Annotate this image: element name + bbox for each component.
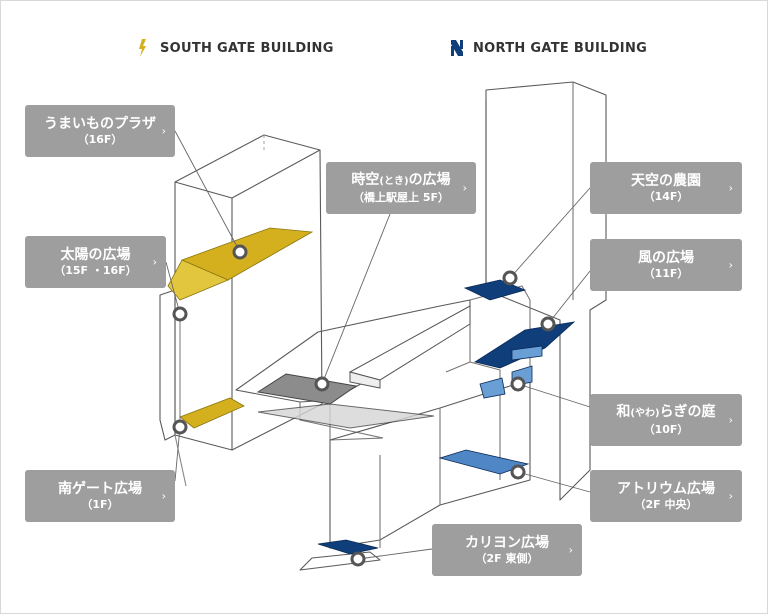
marker-minami-gate bbox=[172, 419, 188, 435]
legend-south-gate: SOUTH GATE BUILDING bbox=[136, 38, 334, 58]
station-roof-floor bbox=[256, 305, 471, 429]
chevron-right-icon: › bbox=[728, 181, 733, 195]
label-kaze-name: 風の広場 bbox=[638, 250, 694, 266]
label-minami-gate-plaza[interactable]: 南ゲート広場 （1F） › bbox=[25, 470, 175, 522]
label-yawaragi-garden[interactable]: 和(やわ)らぎの庭 （10F） › bbox=[590, 394, 742, 446]
label-umaimono-name: うまいものプラザ bbox=[44, 116, 156, 132]
marker-taiyo bbox=[172, 306, 188, 322]
label-yawaragi-floor: （10F） bbox=[643, 423, 689, 436]
label-tenku-farm[interactable]: 天空の農園 （14F） › bbox=[590, 162, 742, 214]
marker-carillon bbox=[350, 551, 366, 567]
label-tenku-name: 天空の農園 bbox=[631, 173, 701, 189]
label-toki-floor: （橋上駅屋上 5F） bbox=[353, 191, 449, 204]
label-atrium-name: アトリウム広場 bbox=[617, 481, 715, 497]
label-yawaragi-name: 和(やわ)らぎの庭 bbox=[616, 404, 716, 420]
label-umaimono-plaza[interactable]: うまいものプラザ （16F） › bbox=[25, 105, 175, 157]
chevron-right-icon: › bbox=[728, 258, 733, 272]
north-plaza-floors bbox=[317, 279, 576, 555]
label-taiyo-name: 太陽の広場 bbox=[60, 247, 131, 263]
label-minami-gate-floor: （1F） bbox=[81, 498, 119, 511]
legend-south-label: SOUTH GATE BUILDING bbox=[160, 40, 334, 56]
marker-umaimono bbox=[232, 244, 248, 260]
label-toki-name: 時空(とき)の広場 bbox=[351, 172, 451, 188]
marker-atrium bbox=[510, 464, 526, 480]
label-carillon-floor: （2F 東側） bbox=[475, 552, 539, 565]
label-toki-plaza[interactable]: 時空(とき)の広場 （橋上駅屋上 5F） › bbox=[326, 162, 476, 214]
label-tenku-floor: （14F） bbox=[643, 190, 689, 203]
marker-tenku bbox=[502, 270, 518, 286]
label-kaze-plaza[interactable]: 風の広場 （11F） › bbox=[590, 239, 742, 291]
marker-yawaragi bbox=[510, 376, 526, 392]
label-taiyo-plaza[interactable]: 太陽の広場 （15F ・16F） › bbox=[25, 236, 166, 288]
label-umaimono-floor: （16F） bbox=[77, 133, 123, 146]
chevron-right-icon: › bbox=[161, 124, 166, 138]
label-atrium-floor: （2F 中央） bbox=[634, 498, 698, 511]
label-minami-gate-name: 南ゲート広場 bbox=[58, 481, 142, 497]
label-kaze-floor: （11F） bbox=[643, 267, 689, 280]
label-carillon-name: カリヨン広場 bbox=[465, 535, 549, 551]
legend-north-label: NORTH GATE BUILDING bbox=[473, 40, 648, 56]
chevron-right-icon: › bbox=[161, 489, 166, 503]
chevron-right-icon: › bbox=[462, 181, 467, 195]
north-gate-logo-icon bbox=[451, 40, 463, 56]
label-carillon-plaza[interactable]: カリヨン広場 （2F 東側） › bbox=[432, 524, 582, 576]
label-taiyo-floor: （15F ・16F） bbox=[54, 264, 137, 277]
marker-kaze bbox=[540, 316, 556, 332]
plaza-markers bbox=[172, 244, 556, 567]
marker-toki bbox=[314, 376, 330, 392]
legend-north-gate: NORTH GATE BUILDING bbox=[449, 38, 647, 58]
south-gate-logo-icon bbox=[139, 39, 146, 57]
label-atrium-plaza[interactable]: アトリウム広場 （2F 中央） › bbox=[590, 470, 742, 522]
chevron-right-icon: › bbox=[152, 255, 157, 269]
chevron-right-icon: › bbox=[568, 543, 573, 557]
north-tower-outline bbox=[485, 81, 607, 501]
chevron-right-icon: › bbox=[728, 413, 733, 427]
chevron-right-icon: › bbox=[728, 489, 733, 503]
